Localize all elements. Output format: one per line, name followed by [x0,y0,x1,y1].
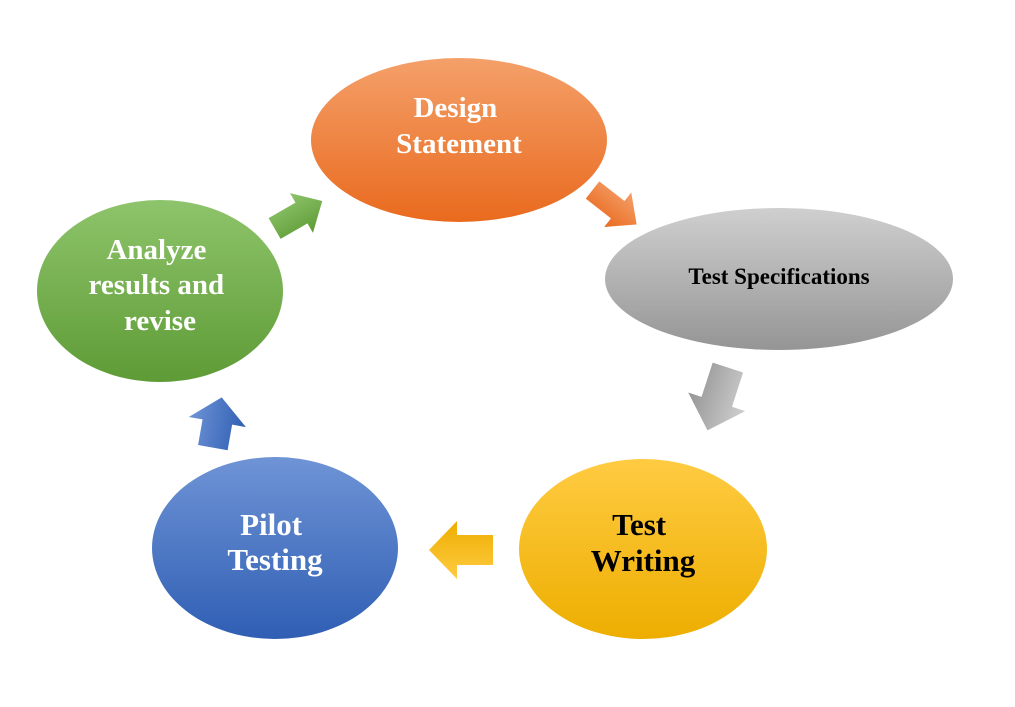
node-test-specifications: Test Specifications [605,208,953,350]
node-pilot-line-2: Testing [227,542,323,577]
svg-text:Analyze results and: Analyze results and revise [89,234,232,337]
node-test-writing: Test Writing [519,459,767,639]
svg-text:Test Writing: Test Writing [591,507,696,578]
node-design-line-2: Statement [396,128,522,160]
node-pilot-testing: Pilot Testing [152,457,398,639]
node-analyze-line-2: results and [89,269,225,301]
node-writing-line-1: Test [612,507,667,542]
arrow-specs-to-writing [688,362,746,431]
arrow-design-to-specs [585,181,637,228]
node-analyze-line-1: Analyze [106,234,206,266]
svg-text:Test Specifications: Test Specifications [688,264,869,289]
node-pilot-line-1: Pilot [240,507,303,542]
arrow-writing-to-pilot [429,521,493,579]
node-specs-line-1: Test Specifications [688,264,869,289]
svg-text:Design Statement: Design Statement [396,92,522,160]
node-design-line-1: Design [413,92,497,124]
node-design-statement: Design Statement [311,58,607,222]
svg-text:Pilot Testing: Pilot Testing [227,507,323,577]
node-analyze-line-3: revise [124,305,196,337]
node-analyze-results: Analyze results and revise [37,200,283,382]
node-writing-line-2: Writing [591,543,696,578]
arrow-analyze-to-design [268,193,323,239]
arrow-pilot-to-analyze [188,397,246,451]
